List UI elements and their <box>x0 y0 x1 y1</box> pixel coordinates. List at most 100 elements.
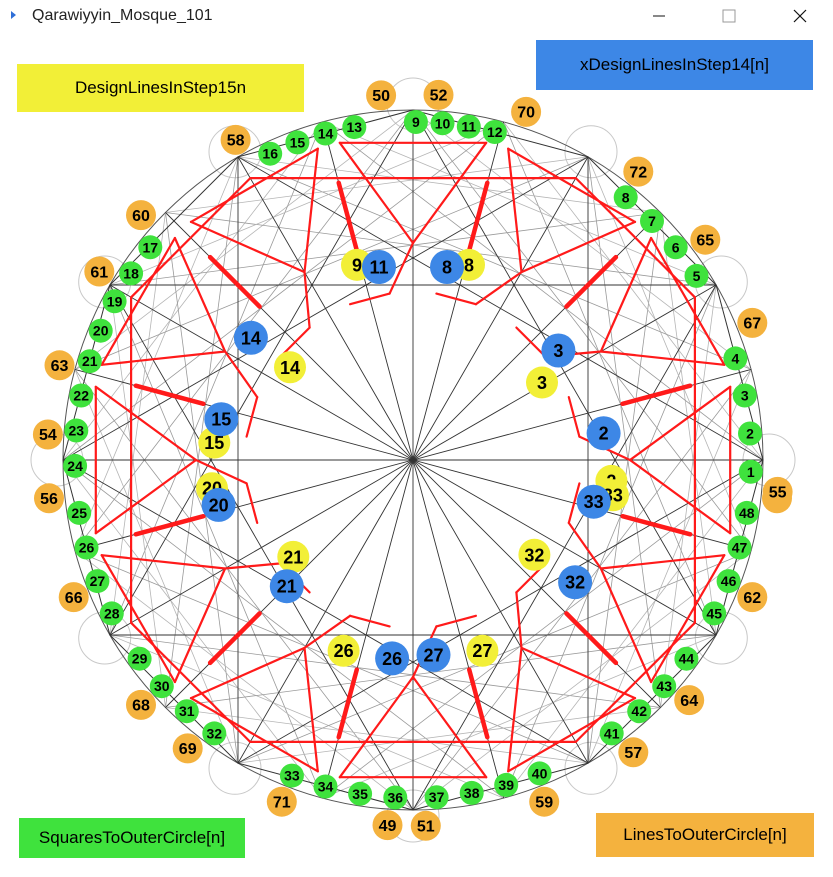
orange-marker-label: 64 <box>680 693 698 710</box>
orange-marker-label: 58 <box>227 133 245 150</box>
star-line <box>412 284 717 811</box>
green-marker-circle <box>77 349 102 374</box>
green-marker-label: 47 <box>732 540 748 556</box>
blue-marker-circle <box>586 416 621 451</box>
design-line <box>245 396 259 438</box>
orange-marker-label: 71 <box>273 795 291 812</box>
design-line <box>94 458 198 535</box>
orange-marker-label: 55 <box>769 485 787 502</box>
green-marker-circle <box>99 601 124 626</box>
design-line-bold <box>466 180 490 253</box>
green-marker-label: 15 <box>290 134 306 150</box>
green-marker-label: 17 <box>143 239 159 255</box>
orange-marker-circle <box>762 476 793 507</box>
green-marker-circle <box>127 646 152 671</box>
chord-line <box>587 156 661 708</box>
design-line <box>435 292 477 306</box>
close-button[interactable] <box>777 0 823 32</box>
orange-marker-circle <box>126 689 156 720</box>
green-marker-circle <box>482 120 507 144</box>
chord-line <box>321 121 717 286</box>
green-marker-circle <box>85 569 110 594</box>
green-marker-label: 12 <box>487 124 503 140</box>
design-line <box>435 614 477 628</box>
orange-marker-label: 59 <box>535 795 553 812</box>
green-marker-label: 5 <box>693 268 701 284</box>
green-marker-circle <box>527 761 552 786</box>
legend-blue: xDesignLinesInStep14[n] <box>536 40 813 90</box>
yellow-marker-label: 32 <box>524 545 544 565</box>
green-marker-label: 31 <box>179 703 195 719</box>
green-marker-circle <box>342 115 367 140</box>
green-marker-circle <box>279 763 304 788</box>
orange-marker-label: 68 <box>132 698 150 715</box>
blue-marker-circle <box>362 250 396 284</box>
yellow-marker-circle <box>526 366 558 399</box>
orange-marker-label: 56 <box>40 491 58 508</box>
green-marker-label: 35 <box>352 786 368 802</box>
orange-marker-circle <box>172 733 203 764</box>
green-marker-label: 18 <box>123 266 139 282</box>
green-marker-circle <box>723 346 748 371</box>
green-marker-circle <box>67 500 92 525</box>
design-line <box>189 220 306 274</box>
design-line <box>599 236 653 353</box>
orange-marker-label: 54 <box>39 427 57 444</box>
green-marker-circle <box>684 263 709 288</box>
orange-marker-circle <box>737 307 768 338</box>
orange-marker-circle <box>737 582 768 613</box>
green-marker-label: 26 <box>79 540 95 556</box>
title-bar: Qarawiyyin_Mosque_101 <box>0 0 833 32</box>
orange-marker-circle <box>423 79 454 110</box>
star-line <box>109 109 414 636</box>
blue-marker-label: 3 <box>553 341 563 361</box>
design-line-bold <box>133 513 206 537</box>
green-marker-circle <box>738 421 762 446</box>
green-marker-circle <box>348 781 373 806</box>
minimize-button[interactable] <box>636 0 682 32</box>
green-marker-circle <box>702 601 727 626</box>
orange-marker-circle <box>44 350 75 381</box>
yellow-marker-label: 14 <box>280 358 300 378</box>
green-marker-label: 41 <box>604 726 620 742</box>
design-line <box>303 147 319 274</box>
design-line <box>189 646 306 700</box>
green-marker-label: 16 <box>262 146 278 162</box>
chord-line <box>165 156 589 213</box>
green-marker-label: 42 <box>631 703 647 719</box>
green-marker-circle <box>627 699 652 724</box>
blue-marker-label: 27 <box>423 645 443 665</box>
chord-line <box>237 156 661 213</box>
star-line <box>237 156 764 461</box>
green-marker-label: 43 <box>656 678 672 694</box>
maximize-button[interactable] <box>706 0 752 32</box>
yellow-marker-label: 15 <box>204 433 224 453</box>
legend-orange: LinesToOuterCircle[n] <box>596 813 814 857</box>
chord-line <box>109 121 323 636</box>
green-marker-circle <box>403 110 428 134</box>
construction-lines <box>30 77 796 843</box>
design-line <box>411 141 488 245</box>
chord-line <box>503 121 717 636</box>
green-marker-circle <box>202 721 227 746</box>
orange-marker-circle <box>32 419 63 450</box>
design-line <box>515 591 523 650</box>
orange-marker-label: 66 <box>65 590 83 607</box>
design-line-bold <box>336 180 360 253</box>
green-marker-label: 28 <box>104 606 120 622</box>
blue-marker-circle <box>375 641 410 676</box>
green-marker-circle <box>732 383 757 408</box>
green-marker-circle <box>674 646 699 671</box>
blue-marker-circle <box>233 320 268 355</box>
chord-line <box>165 156 239 708</box>
chord-line <box>109 212 661 286</box>
green-marker-circle <box>63 453 88 478</box>
green-marker-label: 7 <box>648 213 656 229</box>
design-line-bold <box>564 611 619 666</box>
chord-line <box>660 284 717 708</box>
chord-line <box>74 156 239 551</box>
green-marker-label: 23 <box>69 423 85 439</box>
design-line-bold <box>564 254 619 309</box>
green-marker-label: 9 <box>412 114 420 130</box>
green-marker-circle <box>652 674 677 699</box>
